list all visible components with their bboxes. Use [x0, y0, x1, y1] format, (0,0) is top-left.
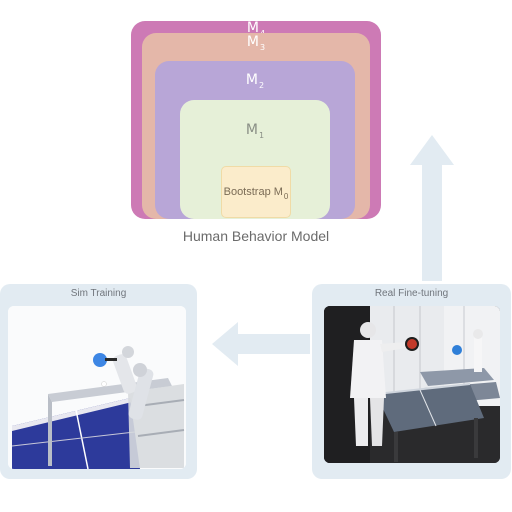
sim-training-image: [8, 306, 186, 469]
model-label-m3: M3: [246, 34, 266, 52]
arrow-up-to-model: [410, 135, 454, 281]
arrow-left-to-sim: [212, 322, 310, 366]
sim-training-title: Sim Training: [70, 288, 127, 299]
real-finetuning-image: [324, 306, 500, 463]
real-finetuning-title: Real Fine-tuning: [374, 288, 449, 299]
real-finetuning-panel: Real Fine-tuning: [312, 284, 511, 479]
sim-training-panel: Sim Training: [0, 284, 197, 479]
sim-scene-illustration: [8, 306, 186, 469]
bootstrap-box: Bootstrap M0: [221, 166, 291, 218]
model-caption: Human Behavior Model: [182, 228, 330, 244]
model-label-m1: M1: [245, 122, 265, 140]
real-scene-illustration: [324, 306, 500, 463]
model-label-m2: M2: [245, 72, 265, 90]
